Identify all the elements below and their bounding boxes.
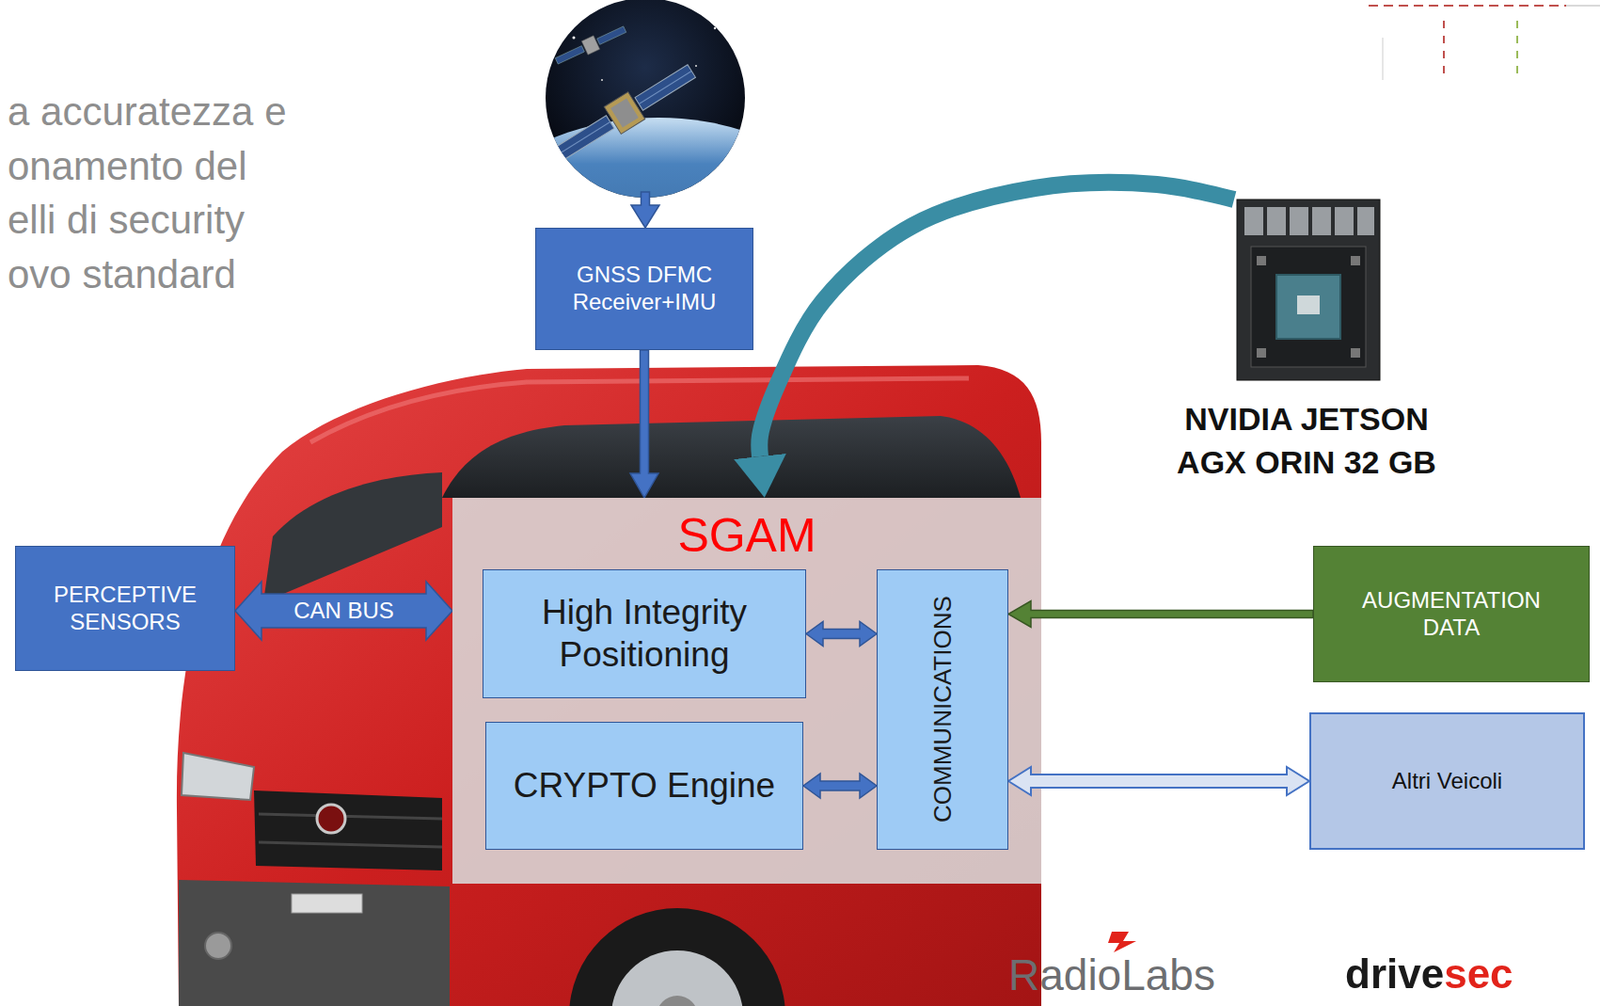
van-picture xyxy=(291,893,363,913)
node-text: AUGMENTATION DATA xyxy=(1343,586,1560,642)
slide-text: elli di security xyxy=(7,197,245,243)
satellite-picture xyxy=(695,64,698,67)
van-picture xyxy=(263,472,443,602)
van-picture xyxy=(176,364,1042,1006)
satellite-picture xyxy=(601,79,603,81)
curved-arrow xyxy=(759,182,1235,457)
processor-picture xyxy=(1350,255,1361,266)
van-picture xyxy=(181,752,254,800)
process-box: High Integrity Positioning xyxy=(482,569,807,698)
block-arrow xyxy=(803,773,877,798)
processor-picture xyxy=(1256,348,1267,358)
van-picture xyxy=(258,813,443,819)
satellite-picture xyxy=(557,122,611,156)
processor-picture xyxy=(1244,206,1264,236)
satellite-picture xyxy=(553,22,628,68)
van-picture xyxy=(569,907,786,1006)
corner-decoration xyxy=(1368,4,1567,7)
node-text: SGAM xyxy=(677,506,816,564)
processor-picture xyxy=(1256,255,1267,266)
block-arrow xyxy=(1008,601,1314,628)
satellite-picture xyxy=(554,115,615,162)
corner-decoration xyxy=(1368,5,1600,80)
processor-picture xyxy=(1357,206,1375,236)
van-picture xyxy=(442,415,1021,498)
satellite-picture xyxy=(713,27,716,30)
slide-text: onamento del xyxy=(7,143,248,190)
van-picture xyxy=(205,932,232,959)
processor-picture xyxy=(1276,274,1341,339)
node-text: PERCEPTIVE SENSORS xyxy=(31,581,220,636)
block-arrow xyxy=(1008,766,1310,795)
van-picture xyxy=(178,879,450,1006)
satellite-picture xyxy=(638,70,692,104)
data-source-box: AUGMENTATION DATA xyxy=(1313,545,1590,682)
system-panel: SGAM High Integrity PositioningCRYPTO Eng… xyxy=(452,497,1042,884)
van-picture xyxy=(316,804,346,833)
satellite-picture xyxy=(610,98,639,128)
processor-picture xyxy=(1236,199,1380,381)
processor-module: NVIDIA JETSON AGX ORIN 32 GB xyxy=(1140,199,1474,492)
node-text: Altri Veicoli xyxy=(1392,767,1503,795)
receiver-box: GNSS DFMC Receiver+IMU xyxy=(535,227,754,350)
connector-label: CAN BUS xyxy=(289,597,398,624)
satellite-picture xyxy=(549,57,700,169)
vehicle-box: Altri Veicoli xyxy=(1309,712,1585,850)
satellite-picture xyxy=(597,26,627,45)
corner-decoration xyxy=(1566,4,1600,7)
node-text: NVIDIA JETSON AGX ORIN 32 GB xyxy=(1151,397,1462,485)
block-arrow xyxy=(630,349,659,498)
processor-picture xyxy=(1267,206,1286,236)
node-text: GNSS DFMC Receiver+IMU xyxy=(550,261,739,317)
processor-picture xyxy=(1297,295,1320,315)
processor-picture xyxy=(1334,206,1354,236)
corner-decoration xyxy=(1516,20,1519,80)
signal-arrow xyxy=(631,191,660,228)
block-arrow xyxy=(235,581,453,640)
van-picture xyxy=(656,995,698,1006)
processor-picture xyxy=(1350,348,1361,358)
block-arrow xyxy=(806,621,877,647)
van-picture xyxy=(253,790,443,871)
processor-picture xyxy=(1312,206,1331,236)
van-picture xyxy=(176,364,1042,1006)
sensor-box: PERCEPTIVE SENSORS xyxy=(15,545,236,671)
corner-decoration xyxy=(1381,37,1384,80)
satellite-picture xyxy=(634,64,696,111)
node-text: COMMUNICATIONS xyxy=(927,596,957,824)
satellite-picture xyxy=(572,36,576,40)
van-picture xyxy=(258,841,443,847)
processor-picture xyxy=(1251,246,1366,367)
corner-decoration xyxy=(1442,20,1445,80)
company-logo: drivesec xyxy=(1345,950,1514,999)
company-logo: RadioLabs xyxy=(1008,950,1216,1000)
logo-bolt xyxy=(1108,931,1137,952)
comms-box: COMMUNICATIONS xyxy=(876,569,1009,850)
van-picture xyxy=(611,950,744,1006)
slide-text: a accuratezza e xyxy=(7,89,287,135)
processor-picture xyxy=(1289,206,1309,236)
node-text: High Integrity Positioning xyxy=(493,591,795,676)
slide-text: ovo standard xyxy=(7,252,237,298)
process-box: CRYPTO Engine xyxy=(485,721,804,850)
node-text: CRYPTO Engine xyxy=(513,764,776,807)
processor-picture xyxy=(1236,199,1380,381)
satellite-picture xyxy=(554,46,585,64)
